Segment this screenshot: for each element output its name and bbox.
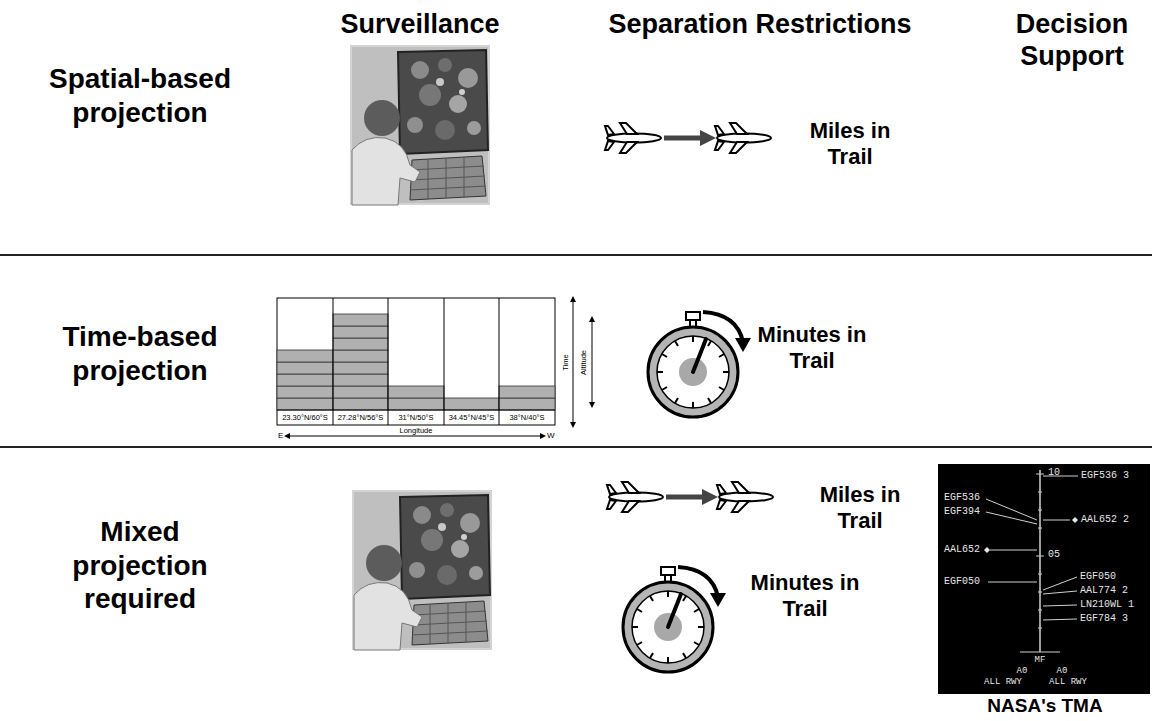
separation-text: Minutes in Trail xyxy=(735,570,875,623)
display-caption: NASA's TMA xyxy=(987,695,1102,718)
timeline-tick: 10 xyxy=(1048,467,1060,478)
flight-tag: EGF050 xyxy=(1080,571,1116,582)
flight-tag: LN210WL 1 xyxy=(1080,599,1134,610)
flight-tag: AAL652 xyxy=(944,544,980,555)
chart-cell: 23.30°N/60°S xyxy=(282,413,328,422)
chart-cell: 34.45°N/45°S xyxy=(449,413,495,422)
column-header: Decision Support xyxy=(997,8,1147,73)
flight-tag: EGF394 xyxy=(944,506,980,517)
time-chart xyxy=(277,296,595,439)
column-header: Separation Restrictions xyxy=(608,8,911,40)
row-label: Spatial-based projection xyxy=(20,62,260,129)
separation-text: Minutes in Trail xyxy=(742,322,882,375)
axis-label: W xyxy=(547,431,555,441)
chart-cell: 31°N/50°S xyxy=(398,413,433,422)
row-label: Mixed projection required xyxy=(45,515,235,616)
chart-cell: 38°N/40°S xyxy=(509,413,544,422)
separation-text: Miles in Trail xyxy=(790,118,910,171)
axis-label: E xyxy=(278,431,283,441)
axis-label: Time xyxy=(560,354,569,370)
axis-label: Altitude xyxy=(580,349,589,374)
flight-tag: EGF536 3 xyxy=(1081,470,1129,481)
chart-cell: 27.28°N/56°S xyxy=(338,413,384,422)
flight-tag: EGF536 xyxy=(944,492,980,503)
flight-tag: AAL774 2 xyxy=(1080,585,1128,596)
display-text: ALL RWY xyxy=(1049,678,1087,688)
display-text: A0 xyxy=(1057,667,1068,677)
row-label: Time-based projection xyxy=(20,320,260,387)
flight-tag: EGF050 xyxy=(944,576,980,587)
tma-display xyxy=(938,464,1150,694)
display-text: A0 xyxy=(1017,667,1028,677)
axis-label: Longitude xyxy=(400,426,433,435)
flight-tag: EGF784 3 xyxy=(1080,613,1128,624)
flight-tag: AAL652 2 xyxy=(1081,514,1129,525)
timeline-tick: 05 xyxy=(1048,549,1060,560)
column-header: Surveillance xyxy=(340,8,499,40)
display-text: MF xyxy=(1035,656,1046,666)
display-text: ALL RWY xyxy=(984,678,1022,688)
separation-text: Miles in Trail xyxy=(800,482,920,535)
